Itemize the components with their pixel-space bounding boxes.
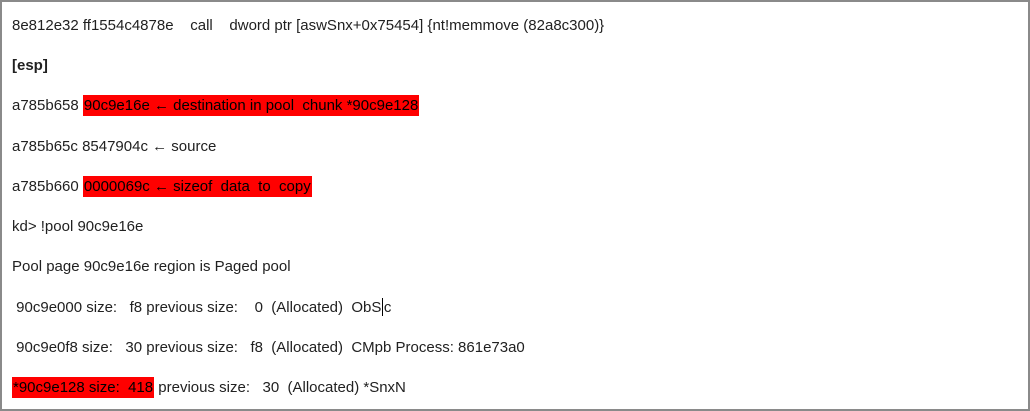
highlighted-text: 0000069c ← sizeof data to copy xyxy=(82,175,312,197)
line-segment: a785b658 xyxy=(12,97,83,115)
highlighted-text: 90c9e16e ← destination in pool chunk *90… xyxy=(82,95,420,117)
text-line: kd> !pool 90c9e16e xyxy=(12,206,1018,246)
text-line: 8e812e32 ff1554c4878e call dword ptr [as… xyxy=(12,5,1018,45)
line-segment: 90c9e0f8 size: 30 previous size: f8 (All… xyxy=(12,339,525,357)
text-line: a785b65c 8547904c ← source xyxy=(12,126,1018,166)
text-line: 90c9e0f8 size: 30 previous size: f8 (All… xyxy=(12,327,1018,367)
text-line: *90c9e128 size: 418 previous size: 30 (A… xyxy=(12,368,1018,408)
line-segment: a785b65c 8547904c ← source xyxy=(12,137,217,155)
line-segment: [esp] xyxy=(12,56,48,74)
line-segment: kd> !pool 90c9e16e xyxy=(12,218,144,236)
text-line: a785b658 90c9e16e ← destination in pool … xyxy=(12,86,1018,126)
line-segment: previous size: 30 (Allocated) *SnxN xyxy=(154,379,406,397)
text-line: a785b660 0000069c ← sizeof data to copy xyxy=(12,166,1018,206)
line-segment: c xyxy=(383,298,392,316)
highlighted-text: *90c9e128 size: 418 xyxy=(12,377,155,399)
text-cursor xyxy=(381,298,384,317)
line-segment: Pool page 90c9e16e region is Paged pool xyxy=(12,258,291,276)
line-segment: a785b660 xyxy=(12,177,83,195)
document-lines: 8e812e32 ff1554c4878e call dword ptr [as… xyxy=(12,5,1018,408)
line-segment: 8e812e32 ff1554c4878e call dword ptr [as… xyxy=(12,16,605,34)
line-segment: 90c9e000 size: f8 previous size: 0 (Allo… xyxy=(12,298,382,316)
text-line: [esp] xyxy=(12,45,1018,85)
text-line: Pool page 90c9e16e region is Paged pool xyxy=(12,247,1018,287)
text-line: 90c9e000 size: f8 previous size: 0 (Allo… xyxy=(12,287,1018,327)
